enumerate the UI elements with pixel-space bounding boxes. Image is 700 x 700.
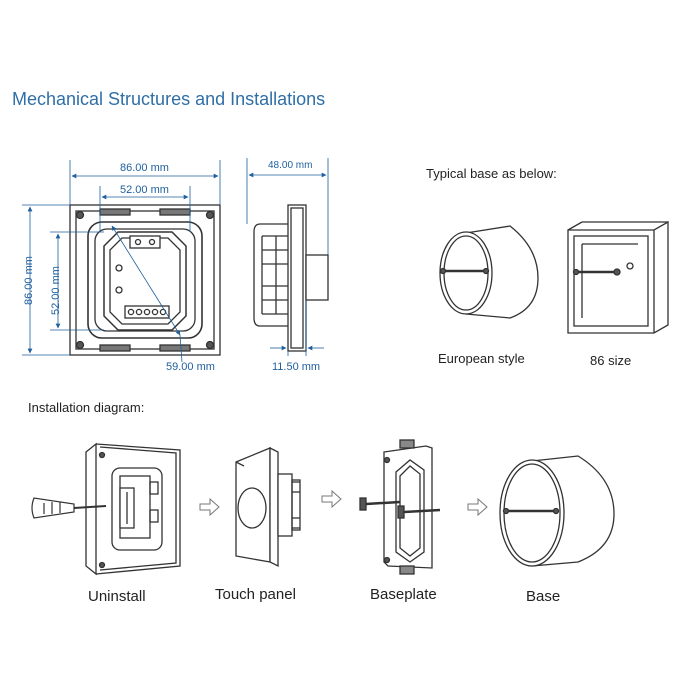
screwdriver-drawing — [31, 497, 107, 519]
step-uninstall-label: Uninstall — [88, 588, 146, 605]
installation-diagram-label: Installation diagram: — [28, 400, 145, 415]
step-baseplate-label: Baseplate — [370, 586, 437, 603]
diagonal-dimension: 59.00 mm — [166, 361, 215, 373]
european-style-label: European style — [438, 351, 525, 366]
uninstall-drawing — [85, 442, 181, 576]
step-arrows — [199, 489, 488, 517]
front-view-drawing — [69, 204, 221, 356]
side-view-dimensions — [246, 158, 329, 356]
depth-dimension: 48.00 mm — [268, 160, 313, 171]
front-width-dimension: 86.00 mm — [120, 162, 169, 174]
baseplate-drawing — [359, 439, 441, 575]
side-view-drawing — [253, 204, 329, 352]
page-title: Mechanical Structures and Installations — [12, 89, 326, 109]
typical-base-label: Typical base as below: — [426, 166, 557, 181]
base-drawing — [499, 455, 615, 567]
inner-width-dimension: 52.00 mm — [120, 184, 169, 196]
size86-base-drawing — [567, 220, 669, 334]
front-height-dimension: 86.00 mm — [23, 256, 35, 305]
panel-thickness-dimension: 11.50 mm — [272, 361, 321, 373]
front-view-dimensions — [22, 160, 221, 363]
step-base-label: Base — [526, 588, 561, 605]
step-touch-panel-label: Touch panel — [215, 586, 296, 603]
touch-panel-drawing — [235, 446, 301, 568]
size86-label: 86 size — [590, 353, 632, 368]
inner-height-dimension: 52.00 mm — [50, 266, 62, 315]
european-style-base-drawing — [439, 225, 539, 319]
